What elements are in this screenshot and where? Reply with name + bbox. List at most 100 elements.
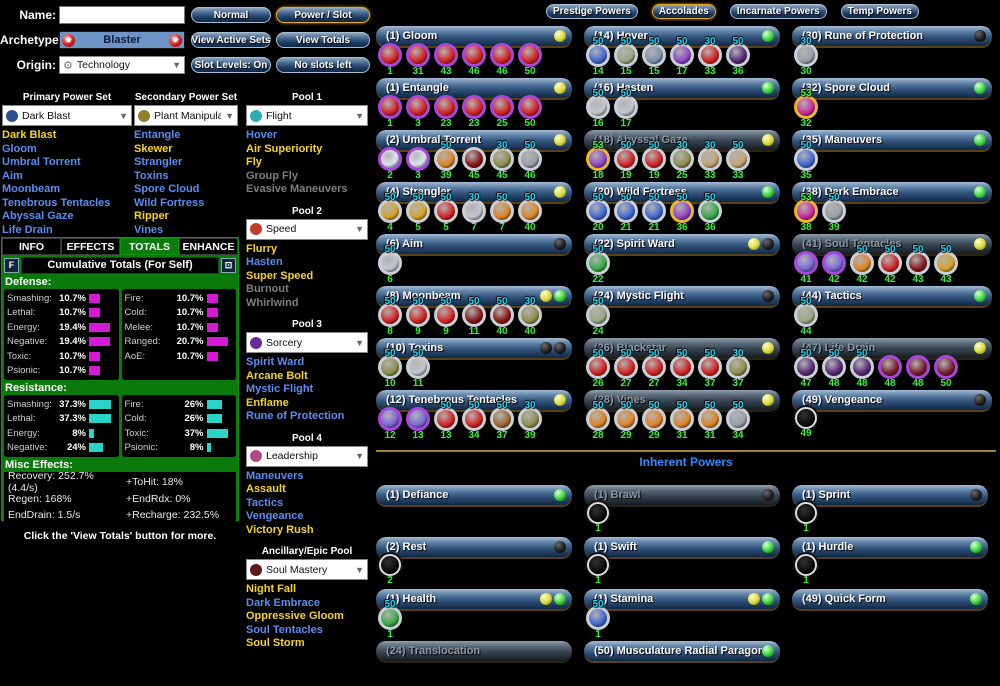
power-list-item[interactable]: Umbral Torrent: [2, 156, 81, 168]
enhancement-slot[interactable]: 2: [378, 147, 402, 181]
enhancement-slot[interactable]: 23: [462, 95, 486, 129]
power-slot-button[interactable]: Power / Slot: [276, 7, 370, 23]
enhancement-slot[interactable]: 50: [518, 43, 542, 77]
enhancement-slot[interactable]: 31: [406, 43, 430, 77]
power-bar[interactable]: (22) Spirit Ward: [584, 234, 780, 254]
enhancement-slot[interactable]: 1: [378, 43, 402, 77]
power-list-item[interactable]: Soul Storm: [246, 637, 305, 649]
power-list-item[interactable]: Fly: [246, 156, 262, 168]
enhancement-slot[interactable]: 23: [434, 95, 458, 129]
power-bar[interactable]: (50) Musculature Radial Paragon: [584, 641, 780, 661]
secondary-powerset-dropdown[interactable]: Plant Manipulation ▼: [134, 105, 238, 126]
power-list-item[interactable]: Tactics: [246, 496, 284, 509]
power-list-item[interactable]: Entangle: [134, 129, 181, 141]
power-bar[interactable]: (18) Abyssal Gaze: [584, 130, 780, 150]
enhancement-slot[interactable]: 3: [406, 95, 430, 129]
power-bar[interactable]: (44) Tactics: [792, 286, 992, 306]
power-list-item[interactable]: Assault: [246, 483, 286, 495]
top-button-incarnate-powers[interactable]: Incarnate Powers: [729, 4, 827, 19]
power-bar[interactable]: (32) Spore Cloud: [792, 78, 992, 98]
expand-button[interactable]: ⊡: [221, 258, 236, 273]
enhancement-slot[interactable]: 43: [434, 43, 458, 77]
power-list-item[interactable]: Maneuvers: [246, 469, 304, 482]
power-bar[interactable]: (2) Umbral Torrent: [376, 130, 572, 150]
pool-dropdown[interactable]: Flight▼: [246, 105, 368, 126]
enhancement-slot[interactable]: 2: [378, 554, 402, 586]
power-list-item[interactable]: Mystic Flight: [246, 383, 314, 395]
top-button-accolades[interactable]: Accolades: [651, 4, 716, 19]
enhancement-slot[interactable]: 1: [794, 554, 818, 586]
power-list-item[interactable]: Ripper: [134, 210, 169, 222]
enhancement-slot[interactable]: 41: [794, 251, 818, 285]
enhancement-slot[interactable]: 13: [406, 407, 430, 441]
pool-dropdown[interactable]: Soul Mastery▼: [246, 559, 368, 580]
power-list-item[interactable]: Spirit Ward: [246, 356, 305, 368]
power-bar[interactable]: (1) Gloom: [376, 26, 572, 46]
archetype-selector[interactable]: ✹ Blaster ✹: [59, 31, 185, 49]
enhancement-slot[interactable]: 25: [490, 95, 514, 129]
slot-levels-button[interactable]: Slot Levels: On: [191, 57, 271, 73]
power-bar[interactable]: (16) Hasten: [584, 78, 780, 98]
power-list-item[interactable]: Oppressive Gloom: [246, 610, 344, 622]
power-list-item[interactable]: Burnout: [246, 283, 289, 295]
enhancement-slot[interactable]: 1: [794, 502, 818, 534]
no-slots-left-button[interactable]: No slots left: [276, 57, 370, 73]
enhancement-slot[interactable]: 1: [586, 554, 610, 586]
power-bar[interactable]: (26) Blackstar: [584, 338, 780, 358]
power-bar[interactable]: (4) Strangler: [376, 182, 572, 202]
tab-info[interactable]: INFO: [2, 238, 61, 255]
enhancement-slot[interactable]: 12: [378, 407, 402, 441]
power-list-item[interactable]: Hasten: [246, 256, 283, 268]
power-bar[interactable]: (2) Rest: [376, 537, 572, 557]
enhancement-slot[interactable]: 46: [490, 43, 514, 77]
power-list-item[interactable]: Vengeance: [246, 510, 304, 522]
power-bar[interactable]: (1) Hurdle: [792, 537, 988, 557]
power-bar[interactable]: (1) Brawl: [584, 485, 780, 505]
power-bar[interactable]: (8) Moonbeam: [376, 286, 572, 306]
power-bar[interactable]: (47) Life Drain: [792, 338, 992, 358]
power-bar[interactable]: (1) Defiance: [376, 485, 572, 505]
enhancement-slot[interactable]: 1: [378, 95, 402, 129]
power-list-item[interactable]: Rune of Protection: [246, 410, 345, 422]
enhancement-slot[interactable]: 48: [878, 355, 902, 389]
